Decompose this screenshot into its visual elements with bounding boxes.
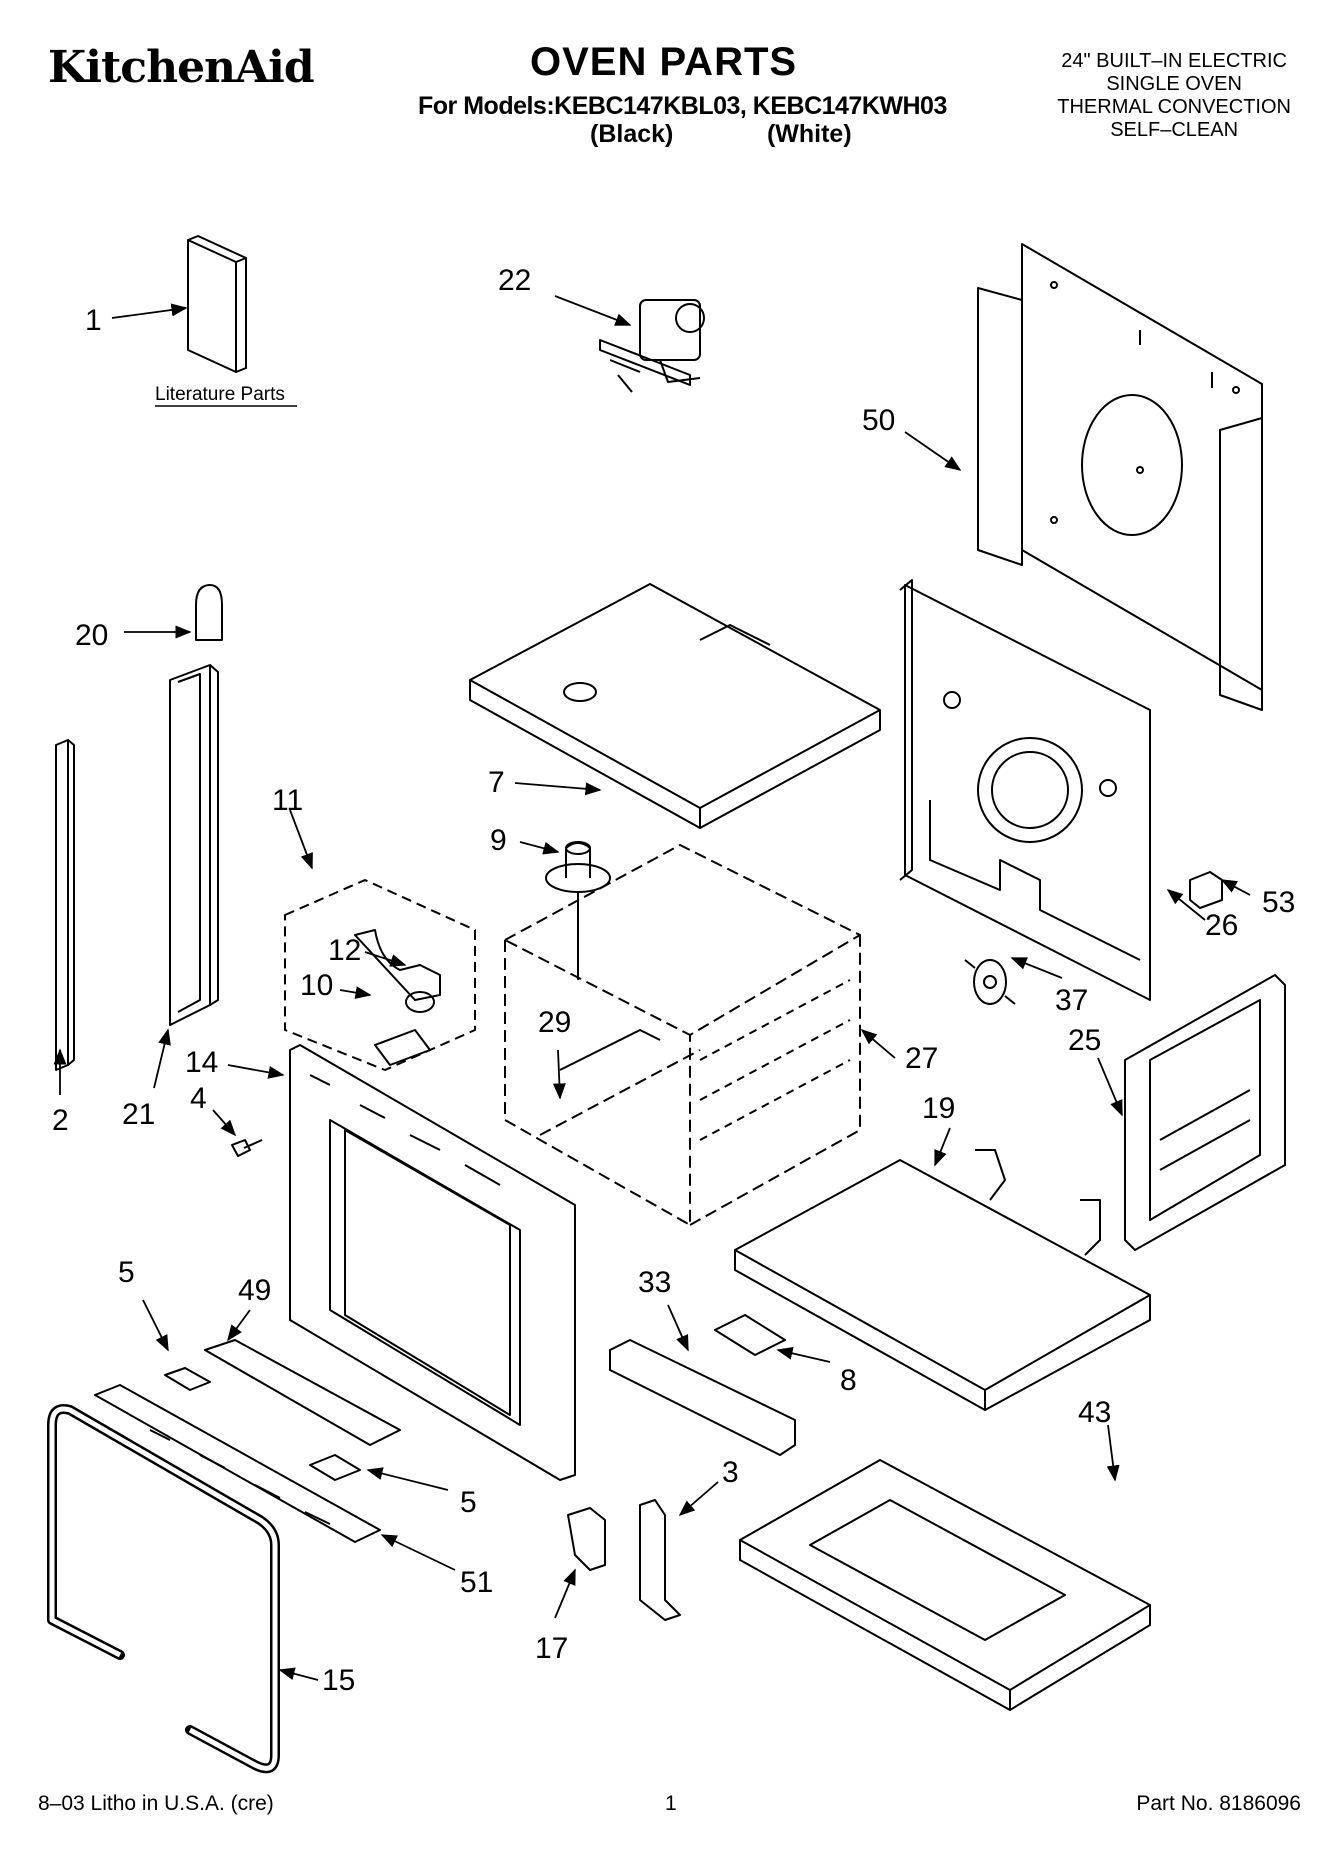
footer-litho: 8–03 Litho in U.S.A. (cre): [38, 1792, 274, 1815]
part-17-bracket: [567, 1507, 606, 1571]
part-20-cap: [195, 584, 223, 641]
literature-label: Literature Parts: [155, 384, 285, 405]
part-15-door-gasket: [47, 1404, 280, 1774]
part-49-vent-duct: [204, 1339, 401, 1446]
part-9-component: [545, 841, 611, 980]
variant-black: (Black): [590, 120, 674, 148]
part-7-top-panel: [469, 583, 881, 829]
callout-20: 20: [75, 619, 108, 652]
callout-21: 21: [122, 1098, 155, 1131]
callout-50: 50: [862, 404, 895, 437]
models-line: For Models:KEBC147KBL03, KEBC147KWH03: [418, 92, 947, 120]
variant-white: (White): [766, 120, 852, 148]
part-27-oven-cavity: [504, 844, 861, 1226]
callout-53: 53: [1262, 886, 1295, 919]
leader-arrows: [53, 295, 1251, 1681]
brand-logo: KitchenAid: [48, 42, 315, 93]
part-53-clip: [1189, 871, 1223, 909]
part-50-rear-panel: [977, 243, 1263, 711]
part-5-spacer-b: [309, 1454, 361, 1481]
callout-3: 3: [722, 1456, 739, 1489]
callout-4: 4: [190, 1082, 207, 1115]
part-4-screw: [231, 1139, 263, 1157]
callout-1: 1: [85, 304, 102, 337]
callout-5: 5: [460, 1486, 477, 1519]
part-2-trim-strip: [55, 739, 75, 1071]
callout-25: 25: [1068, 1024, 1101, 1057]
spec-line: SINGLE OVEN: [1106, 73, 1242, 95]
part-3-bracket: [639, 1499, 681, 1621]
callout-19: 19: [922, 1092, 955, 1125]
part-19-bottom-shelf: [734, 1149, 1151, 1411]
part-8-bracket: [714, 1314, 786, 1356]
spec-line: THERMAL CONVECTION: [1057, 96, 1291, 118]
page-title: OVEN PARTS: [530, 40, 798, 84]
part-33-long-bracket: [609, 1339, 796, 1456]
callout-9: 9: [490, 824, 507, 857]
callout-37: 37: [1055, 984, 1088, 1017]
part-51-vent-trim: [94, 1384, 381, 1543]
callout-17: 17: [535, 1632, 568, 1665]
callout-22: 22: [498, 264, 531, 297]
callout-15: 15: [322, 1664, 355, 1697]
callout-26: 26: [1205, 909, 1238, 942]
part-22-motor-bracket: [599, 299, 705, 393]
callout-2: 2: [52, 1104, 69, 1137]
callout-33: 33: [638, 1266, 671, 1299]
part-14-front-frame: [289, 1044, 576, 1481]
spec-block: 24" BUILT–IN ELECTRIC SINGLE OVEN THERMA…: [1057, 50, 1291, 142]
callout-43: 43: [1078, 1396, 1111, 1429]
literature-booklet: Literature Parts: [155, 235, 297, 407]
part-21-side-channel: [169, 664, 219, 1026]
spec-line: 24" BUILT–IN ELECTRIC: [1061, 50, 1287, 72]
callout-10: 10: [300, 969, 333, 1002]
page-number: 1: [665, 1792, 677, 1815]
part-26-rear-wall: [899, 579, 1151, 1001]
callout-49: 49: [238, 1274, 271, 1307]
callout-labels: 1 22 50 20 11 7 9 12 10 29 2 21 14 4 27 …: [52, 264, 1295, 1697]
callout-27: 27: [905, 1042, 938, 1075]
callout-51: 51: [460, 1566, 493, 1599]
spec-line: SELF–CLEAN: [1110, 119, 1239, 141]
part-5-spacer-a: [164, 1367, 211, 1391]
part-37-thermal-fuse: [964, 959, 1016, 1005]
model-variants: (Black) (White): [590, 120, 852, 149]
part-number: Part No. 8186096: [1136, 1792, 1301, 1815]
callout-29: 29: [538, 1006, 571, 1039]
callout-7: 7: [488, 766, 505, 799]
callout-5: 5: [118, 1256, 135, 1289]
callout-12: 12: [328, 934, 361, 967]
part-43-bottom-tray: [739, 1459, 1151, 1711]
callout-14: 14: [185, 1046, 218, 1079]
callout-11: 11: [272, 784, 303, 817]
callout-8: 8: [840, 1364, 857, 1397]
part-25-side-panel: [1124, 974, 1286, 1251]
